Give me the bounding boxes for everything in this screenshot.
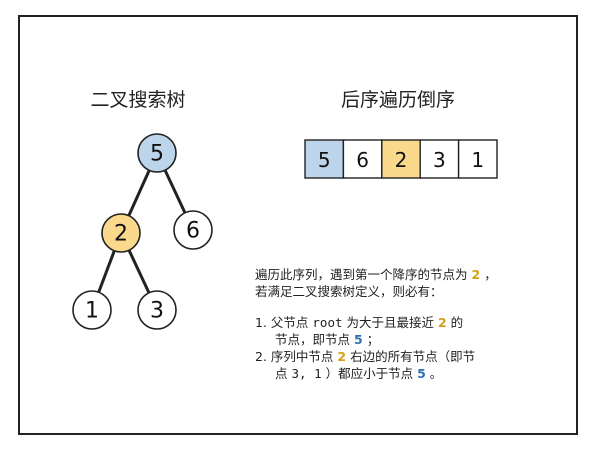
value-5-highlight: 5 <box>417 366 426 381</box>
root-code: root <box>312 315 343 330</box>
tree-node-right: 6 <box>173 210 213 250</box>
tree-node-label: 5 <box>150 142 164 167</box>
tree-node-root: 5 <box>137 133 177 173</box>
tree-node-left: 2 <box>101 213 141 253</box>
value-5-highlight: 5 <box>354 332 363 347</box>
tree-node-circle <box>101 213 141 253</box>
array-cell-box <box>457 139 498 179</box>
tree-node-label: 6 <box>186 219 200 244</box>
list-item-2: 2. 序列中节点 2 右边的所有节点（即节 <box>255 349 476 364</box>
array-cell-3: 3 <box>419 139 460 179</box>
array-cell-label: 1 <box>471 148 484 172</box>
array-cell-box <box>419 139 460 179</box>
array-cell-label: 5 <box>318 148 331 172</box>
explanation-text: 遍历此序列，遇到第一个降序的节点为 2 ， 若满足二叉搜索树定义，则必有： 1.… <box>255 266 575 382</box>
tree-node-left-right: 3 <box>137 290 177 330</box>
tree-node-left-left: 1 <box>72 290 112 330</box>
tree-title: 二叉搜索树 <box>90 89 185 111</box>
tree-node-circle <box>173 210 213 250</box>
tree-nodes: 5 2 6 1 3 <box>72 133 213 330</box>
array-cell-label: 3 <box>433 148 446 172</box>
array-cell-box <box>342 139 383 179</box>
array-cell-label: 6 <box>356 148 369 172</box>
tree-node-label: 3 <box>150 299 164 324</box>
array-cell-box <box>304 139 345 179</box>
value-2-highlight: 2 <box>471 267 481 282</box>
tree-node-circle <box>137 290 177 330</box>
array-cell-1: 6 <box>342 139 383 179</box>
array-cell-4: 1 <box>457 139 498 179</box>
list-item-1: 1. 父节点 root 为大于且最接近 2 的 <box>255 315 464 330</box>
array-title: 后序遍历倒序 <box>341 89 455 111</box>
list-item-1-cont: 节点，即节点 5 ； <box>275 332 380 347</box>
array-cell-2: 2 <box>381 139 421 179</box>
tree-node-circle <box>137 133 177 173</box>
array-cell-label: 2 <box>395 148 408 172</box>
list-item-2-cont: 点 3, 1 ）都应小于节点 5 。 <box>275 366 443 381</box>
tree-node-label: 2 <box>114 222 128 247</box>
value-2-highlight: 2 <box>437 315 447 330</box>
explanation-line-2: 若满足二叉搜索树定义，则必有： <box>255 284 443 299</box>
explanation-line-1: 遍历此序列，遇到第一个降序的节点为 2 ， <box>255 267 497 282</box>
tree-node-circle <box>72 290 112 330</box>
values-code: 3, 1 <box>291 366 322 381</box>
array-cell-0: 5 <box>304 139 345 179</box>
array-cells: 5 6 2 3 1 <box>304 139 498 179</box>
tree-node-label: 1 <box>85 299 99 324</box>
value-2-highlight: 2 <box>337 349 347 364</box>
array-cell-box <box>381 139 421 179</box>
